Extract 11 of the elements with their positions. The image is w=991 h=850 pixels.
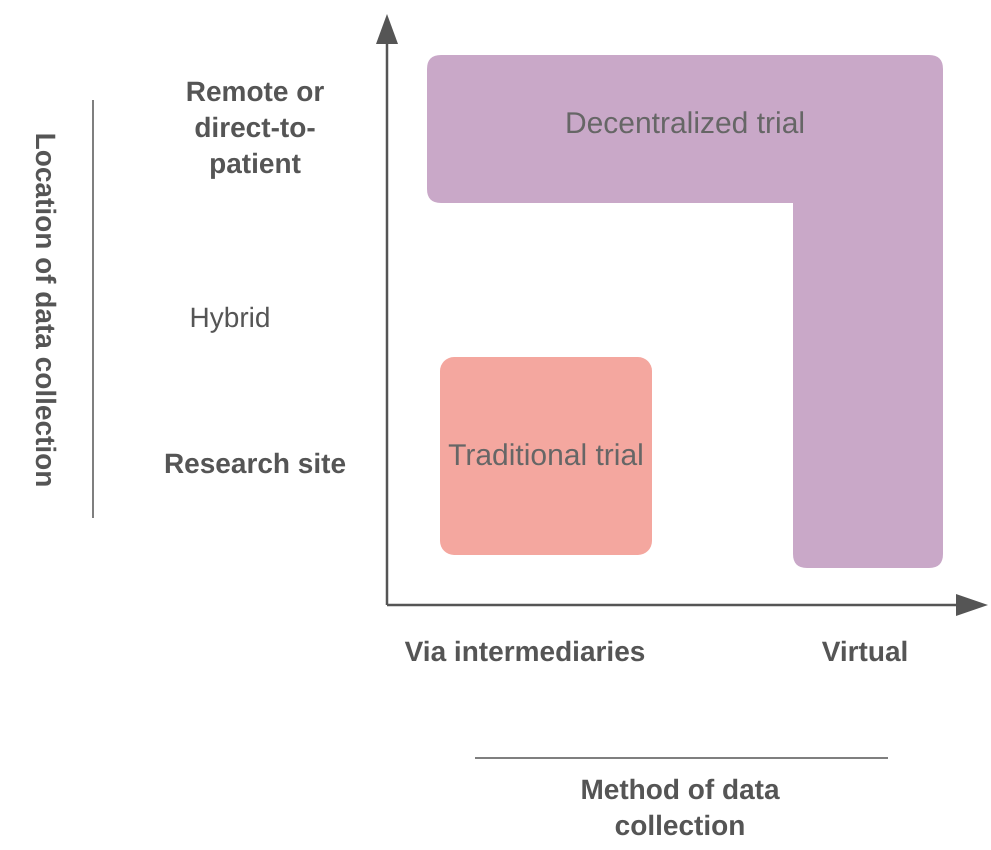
axis-tick-label: Virtual — [820, 635, 910, 669]
axis-title: Method of data collection — [579, 773, 781, 843]
axis-title: Location of data collection — [29, 132, 62, 490]
l-shaped-region — [427, 55, 943, 568]
axis-tick-label: Via intermediaries — [404, 635, 646, 669]
region-box — [440, 357, 652, 555]
axis-tick-label: Remote or direct-to-patient — [184, 75, 326, 181]
axis-tick-label: Research site — [162, 447, 348, 481]
region-label: Decentralized trial — [564, 106, 806, 142]
region-label: Traditional trial — [447, 438, 645, 474]
axis-tick-label: Hybrid — [188, 301, 272, 335]
